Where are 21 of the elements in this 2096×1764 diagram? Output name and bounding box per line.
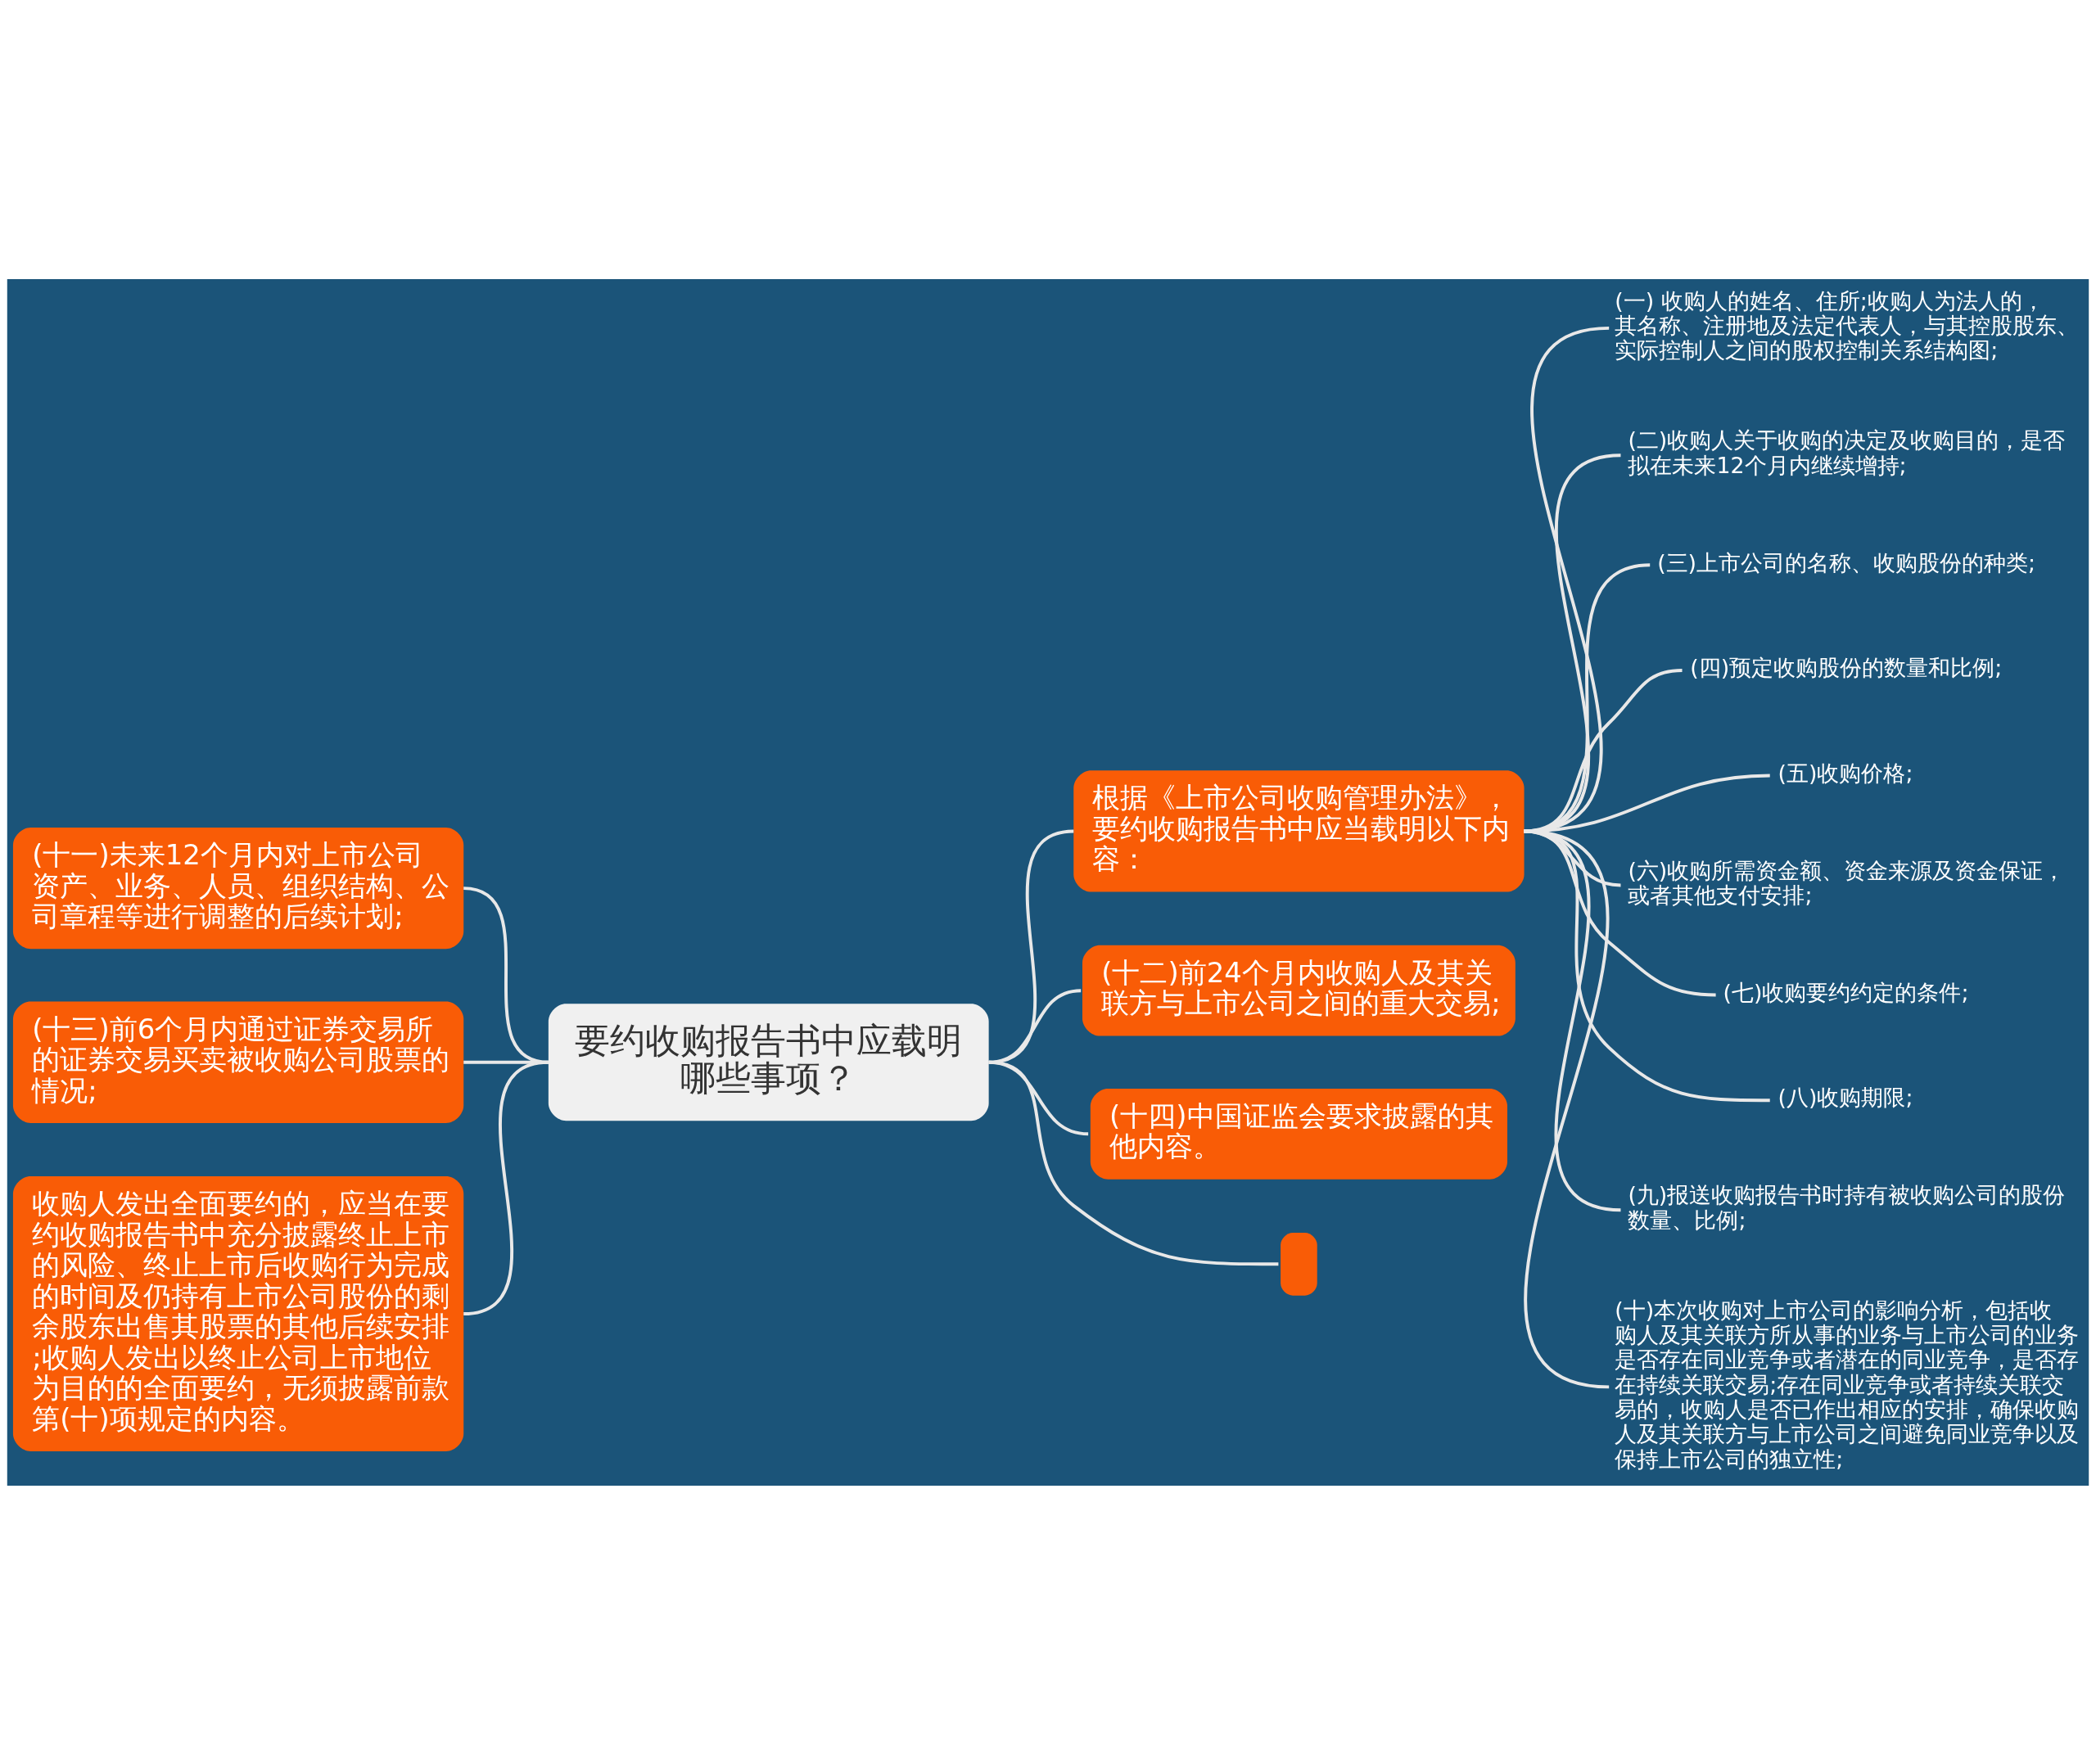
node-text: (九)报送收购报告书时持有被收购公司的股份数量、比例; <box>1628 1181 2066 1233</box>
node-text: (七)收购要约约定的条件; <box>1723 979 1969 1005</box>
node-text: (八)收购期限; <box>1778 1084 1913 1110</box>
node-box: 要约收购报告书中应载明哪些事项？ <box>548 1003 989 1121</box>
node-text: (十)本次收购对上市公司的影响分析，包括收购人及其关联方所从事的业务与上市公司的业务是否存在同业竞争或者潜在的同业竞争，是否存在持续关联交易;存在同业竞争或者持续关联交易的，收购人是否已作出相应的安排，确保收购人及其关联方与上市公司之间避免同业竞争以及保持上市公司的独立性; <box>1615 1297 2080 1472</box>
node-box: (十一)未来12个月内对上市公司资产、业务、人员、组织结构、公司章程等进行调整的后续计划; <box>12 827 464 949</box>
node-box: 收购人发出全面要约的，应当在要约收购报告书中充分披露终止上市的风险、终止上市后收购行为完成的时间及仍持有上市公司股份的剩余股东出售其股票的其他后续安排;收购人发出以终止公司上市地位为目的的全面要约，无须披露前款第(十)项规定的内容。 <box>12 1175 464 1451</box>
node-box: (十二)前24个月内收购人及其关联方与上市公司之间的重大交易; <box>1082 945 1516 1036</box>
node-box: (十四)中国证监会要求披露的其他内容。 <box>1090 1088 1507 1180</box>
node-box: 根据《上市公司收购管理办法》，要约收购报告书中应当载明以下内容： <box>1073 769 1525 892</box>
node-box <box>1281 1232 1317 1296</box>
node-text: (五)收购价格; <box>1778 760 1913 786</box>
connector <box>1524 829 1610 1388</box>
node-box: (十三)前6个月内通过证券交易所的证券交易买卖被收购公司股票的情况; <box>12 1001 464 1123</box>
node-text: (六)收购所需资金额、资金来源及资金保证，或者其他支付安排; <box>1628 857 2066 908</box>
node-text: (二)收购人关于收购的决定及收购目的，是否拟在未来12个月内继续增持; <box>1628 426 2066 478</box>
node-text: (一) 收购人的姓名、住所;收购人为法人的，其名称、注册地及法定代表人，与其控股股东、实际控制人之间的股权控制关系结构图; <box>1615 287 2080 363</box>
node-text: (四)预定收购股份的数量和比例; <box>1690 654 2003 680</box>
connector <box>463 1060 549 1315</box>
node-text: (三)上市公司的名称、收购股份的种类; <box>1657 549 2036 575</box>
connector <box>988 1060 1279 1265</box>
